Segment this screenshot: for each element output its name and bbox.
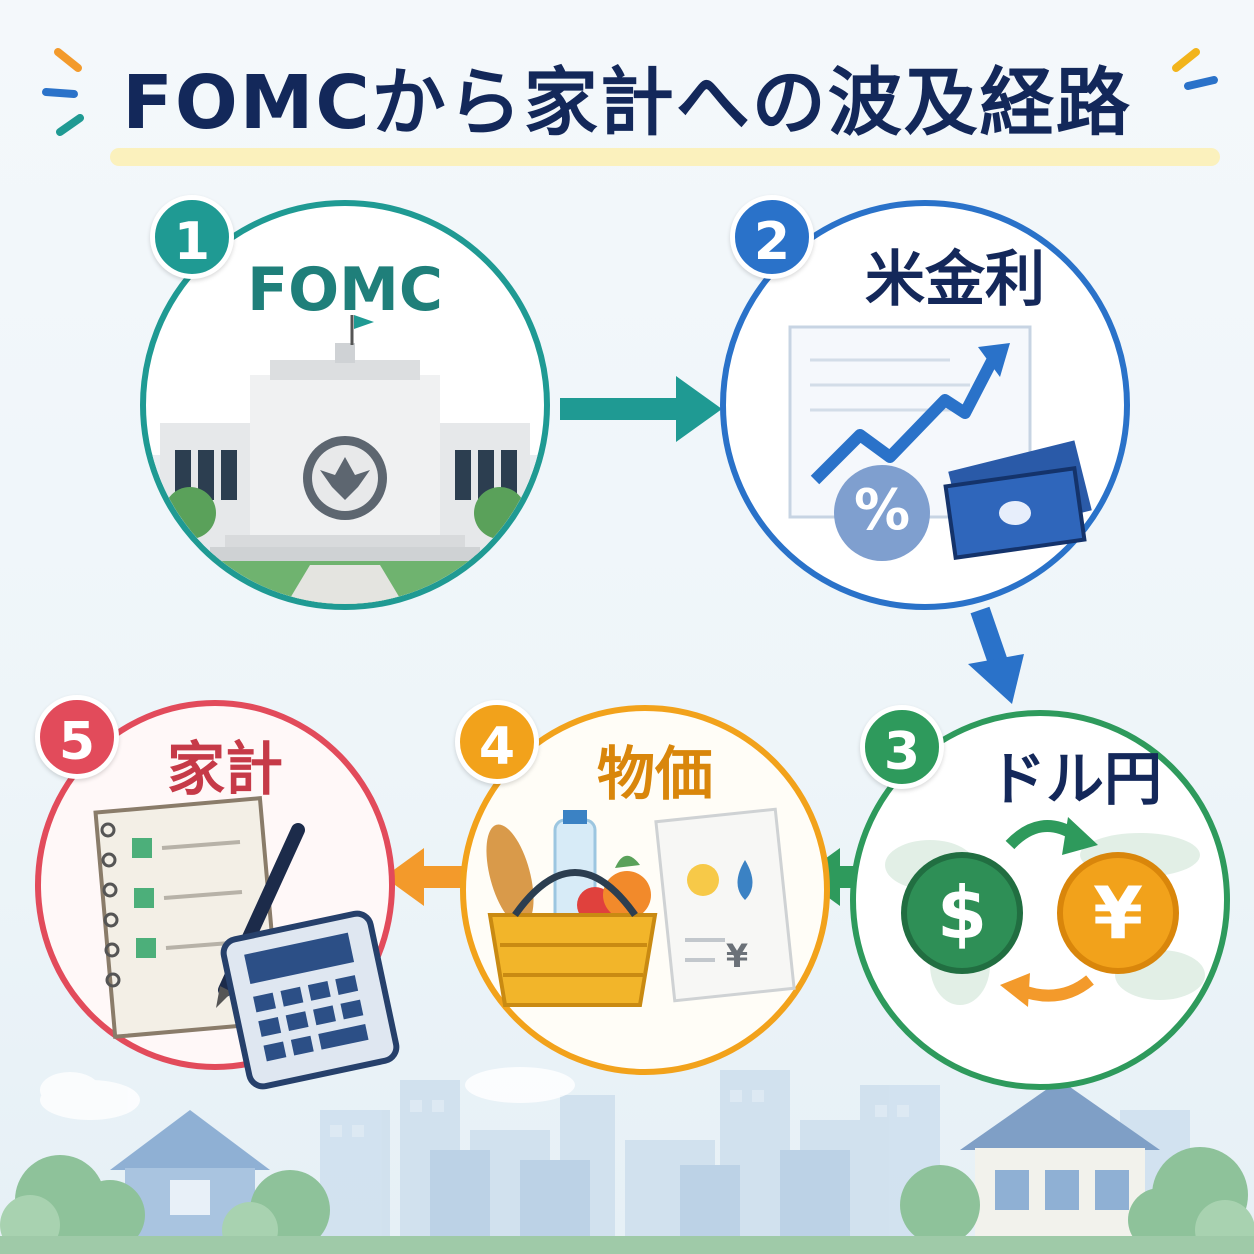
shopping-basket-prices-icon	[486, 807, 796, 1007]
yen-coin-symbol: ¥	[1092, 871, 1144, 955]
title-area: FOMCから家計への波及経路	[0, 40, 1254, 170]
title-spark-decorations	[42, 48, 1218, 136]
step-5-number-badge: 5	[35, 695, 119, 779]
step-4-label: 物価	[596, 740, 713, 808]
dollar-coin-symbol: $	[936, 871, 988, 955]
step-2-number-badge: 2	[730, 195, 814, 279]
step-4-prices: ¥ 4 物価	[455, 700, 835, 1080]
federal-reserve-building-icon	[146, 315, 544, 604]
step-3-dollar-yen: $ ¥ 3 ドル円	[840, 705, 1240, 1095]
step-5-household: 5 家計	[30, 690, 400, 1090]
step-2-us-rates: % 2 米金利	[710, 195, 1140, 615]
step-1-fomc: 1 FOMC	[130, 195, 560, 615]
percent-symbol: %	[853, 478, 911, 543]
step-1-label: FOMC	[247, 255, 443, 325]
rising-interest-chart-icon	[788, 325, 1092, 561]
step-3-label: ドル円	[987, 745, 1162, 813]
arrow-4-to-5	[384, 848, 470, 906]
step-3-number-badge: 3	[860, 705, 944, 789]
title-highlight	[110, 148, 1220, 166]
step-1-number-badge: 1	[150, 195, 234, 279]
money-bills-icon	[943, 440, 1092, 560]
step-2-label: 米金利	[865, 245, 1045, 315]
arrow-1-to-2	[560, 376, 722, 442]
step-5-label: 家計	[166, 735, 283, 803]
arrow-2-to-3	[968, 606, 1024, 704]
step-4-number-badge: 4	[455, 700, 539, 784]
dollar-yen-exchange-icon	[885, 817, 1205, 1007]
household-budget-notebook-icon	[93, 796, 400, 1090]
price-tag-yen-symbol: ¥	[725, 937, 749, 975]
page-title: FOMCから家計への波及経路	[122, 60, 1132, 146]
